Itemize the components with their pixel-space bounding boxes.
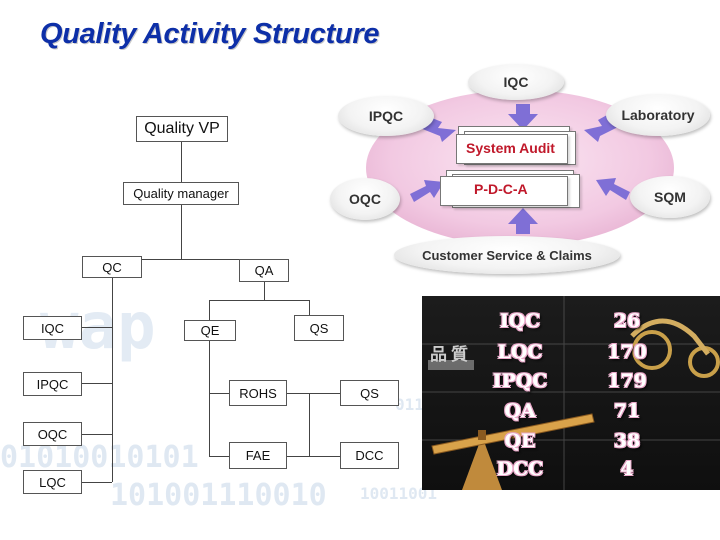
laboratory-node: Laboratory xyxy=(606,94,710,136)
system-audit-card xyxy=(456,134,568,164)
qc-box: QC xyxy=(82,256,142,278)
ipqc-box: IPQC xyxy=(23,372,82,396)
lqc-box: LQC xyxy=(23,470,82,494)
quality-manager-box: Quality manager xyxy=(123,182,239,205)
stat-value-qe: 38 xyxy=(613,430,641,452)
quality-cycle-diagram: System Audit P-D-C-A IQC IPQC Laboratory… xyxy=(330,64,710,274)
fae-box: FAE xyxy=(229,442,287,469)
connector xyxy=(209,393,229,394)
stat-label-ipqc: IPQC xyxy=(492,370,548,392)
connector xyxy=(142,259,251,260)
rohs-box: ROHS xyxy=(229,380,287,406)
connector xyxy=(82,482,112,483)
connector xyxy=(181,205,182,259)
stat-label-qe: QE xyxy=(504,430,536,452)
stat-value-ipqc: 179 xyxy=(607,370,647,392)
oqc-node: OQC xyxy=(330,178,400,220)
connector xyxy=(209,300,210,320)
iqc-box: IQC xyxy=(23,316,82,340)
logo-text: 品質 xyxy=(430,345,472,365)
page-title: Quality Activity Structure xyxy=(40,18,380,50)
qa-box: QA xyxy=(239,259,289,282)
stat-label-dcc: DCC xyxy=(496,458,544,480)
customer-service-node: Customer Service & Claims xyxy=(394,236,620,274)
dcc-box: DCC xyxy=(340,442,399,469)
stat-value-dcc: 4 xyxy=(620,458,634,480)
connector xyxy=(309,300,310,315)
connector xyxy=(209,341,210,457)
pdca-label: P-D-C-A xyxy=(474,181,528,197)
connector xyxy=(287,456,340,457)
connector xyxy=(181,142,182,182)
oqc-box: OQC xyxy=(23,422,82,446)
qs-box: QS xyxy=(340,380,399,406)
quality-vp-box: Quality VP xyxy=(136,116,228,142)
qs-box-top: QS xyxy=(294,315,344,341)
ipqc-node: IPQC xyxy=(338,96,434,136)
balance-scale-illustration xyxy=(422,296,720,490)
stat-label-iqc: IQC xyxy=(499,310,541,332)
connector xyxy=(287,393,340,394)
connector xyxy=(112,270,113,482)
connector xyxy=(82,327,112,328)
connector xyxy=(82,434,112,435)
qe-box: QE xyxy=(184,320,236,341)
stat-value-qa: 71 xyxy=(613,400,641,422)
stat-value-iqc: 26 xyxy=(613,310,641,332)
pdca-card xyxy=(440,176,568,206)
watermark-binary-2: 101001110010 xyxy=(110,478,327,513)
connector xyxy=(82,383,112,384)
stats-panel: 品質 IQC 26 LQC 170 IPQC 179 QA 71 QE 38 D… xyxy=(422,296,720,490)
connector xyxy=(264,282,265,300)
connector xyxy=(309,393,310,456)
iqc-node: IQC xyxy=(468,64,564,100)
connector xyxy=(209,300,309,301)
stat-label-lqc: LQC xyxy=(497,341,543,363)
stat-label-qa: QA xyxy=(504,400,536,422)
system-audit-label: System Audit xyxy=(466,140,555,156)
sqm-node: SQM xyxy=(630,176,710,218)
connector xyxy=(209,456,229,457)
stat-value-lqc: 170 xyxy=(607,341,647,363)
